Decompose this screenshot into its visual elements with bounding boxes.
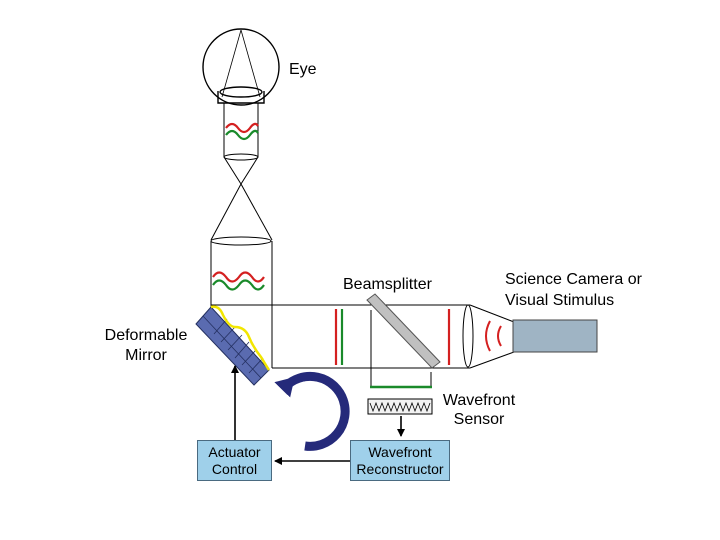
- actuator-control-label-line1: Actuator: [208, 443, 261, 460]
- eye-wavefront-waves: [225, 122, 259, 141]
- actuator-control-box: Actuator Control: [197, 440, 272, 481]
- deformable-mirror-label-line2: Mirror: [125, 347, 167, 364]
- science-camera-label-line1: Science Camera or: [505, 271, 642, 288]
- wavefront-sensor-label-line2: Sensor: [453, 411, 505, 428]
- wavefront-sensor-icon: [367, 398, 433, 415]
- relay-tube: [210, 103, 273, 241]
- wavefront-reconstructor-label-line2: Reconstructor: [356, 460, 444, 477]
- science-camera-label-line2: Visual Stimulus: [505, 292, 615, 309]
- beam-wavefront-lines: [334, 309, 451, 365]
- wavefront-reconstructor-label-line1: Wavefront: [368, 443, 432, 460]
- actuator-control-label-line2: Control: [211, 460, 258, 477]
- beamsplitter-icon: [366, 293, 441, 389]
- control-arrows: [231, 365, 405, 465]
- beamsplitter-label: Beamsplitter: [343, 276, 432, 293]
- eye-icon: [202, 28, 280, 106]
- camera-waves: [485, 320, 502, 352]
- camera-lens: [462, 304, 515, 369]
- wavefront-reconstructor-box: Wavefront Reconstructor: [350, 440, 450, 481]
- deformable-mirror-label-line1: Deformable: [104, 327, 188, 344]
- science-camera-icon: [512, 319, 598, 353]
- wavefront-sensor-label-line1: Wavefront: [442, 392, 516, 409]
- closed-loop-arrow-icon: [274, 371, 350, 451]
- upper-beam-waves: [212, 271, 265, 291]
- deformable-mirror-icon: [195, 305, 271, 386]
- eye-label: Eye: [289, 61, 317, 78]
